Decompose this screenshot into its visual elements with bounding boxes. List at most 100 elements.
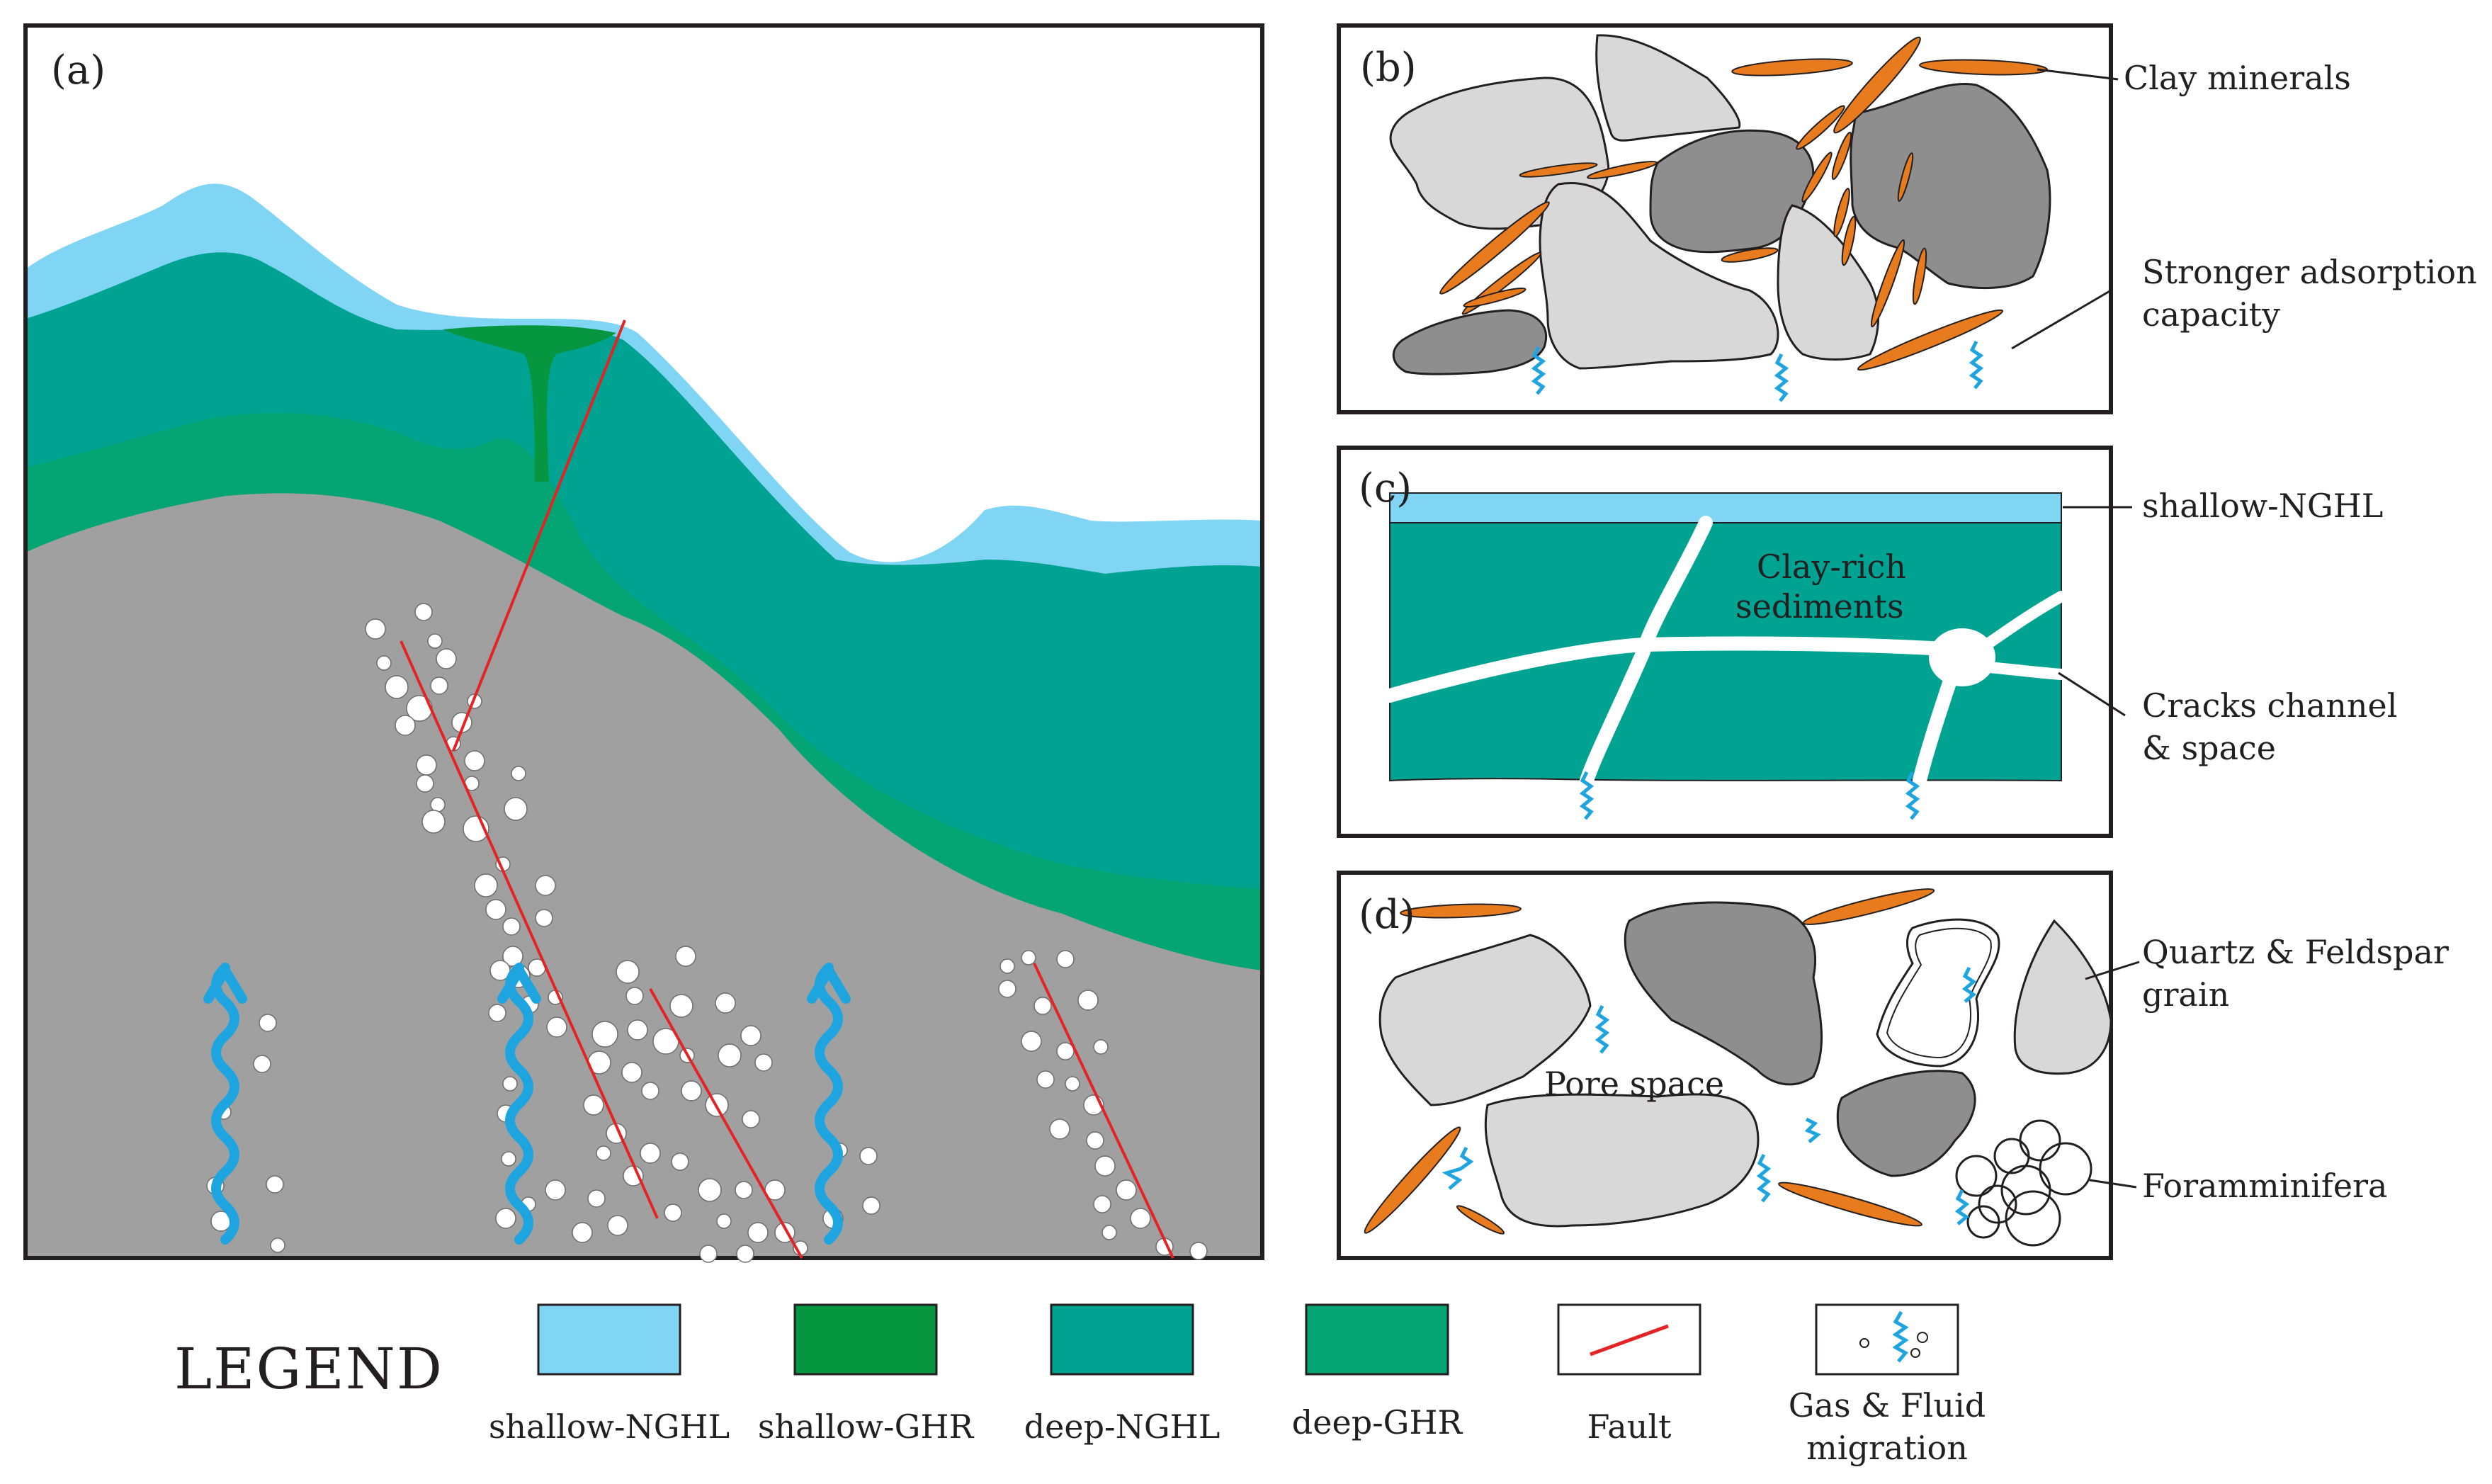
gas-bubble (1189, 1242, 1208, 1260)
gas-bubble (266, 1175, 284, 1194)
clay-flake (1587, 161, 1658, 179)
gas-bubble (698, 1178, 722, 1202)
crack-void (1929, 628, 1995, 686)
legend-swatch-deep-nghl (1050, 1303, 1194, 1376)
pore-space-label: Pore space (1544, 1065, 1724, 1103)
dark-grain (1850, 83, 2051, 290)
panel-c-migration (1579, 771, 1920, 820)
light-grain (1595, 34, 1741, 142)
clay-rich-label-1: Clay-rich (1757, 548, 1906, 586)
foram-chamber (2019, 1119, 2061, 1162)
gas-bubble (641, 1082, 659, 1100)
legend-label-fault: Fault (1587, 1407, 1672, 1446)
panel-d: (d) Quartz & Feldspar grain Pore space F… (1337, 871, 2449, 1260)
gas-squiggle (1531, 346, 1546, 395)
legend-swatch-deep-ghr (1305, 1303, 1449, 1376)
light-grain (1777, 204, 1879, 361)
gas-bubble (625, 987, 644, 1005)
outline-grain (1876, 918, 2000, 1067)
fault-line (400, 640, 659, 1219)
sediment-layer (26, 493, 1262, 1258)
legend-label-migration-2: migration (1806, 1429, 1968, 1467)
leader-line (2089, 1179, 2137, 1189)
gas-bubble (859, 1147, 878, 1165)
gas-squiggle (1579, 771, 1595, 820)
quartz-label-2: grain (2142, 975, 2229, 1014)
gas-bubble (474, 873, 498, 897)
quartz-label-1: Quartz & Feldspar (2142, 933, 2449, 971)
gas-bubble (495, 1208, 516, 1229)
gas-bubble (502, 1076, 518, 1092)
gas-bubble (511, 766, 526, 781)
foraminifera (1955, 1119, 2092, 1247)
leader-line (2058, 672, 2126, 717)
gas-bubble (535, 875, 556, 896)
gas-bubble (1094, 1155, 1116, 1177)
gas-bubble (718, 1043, 742, 1067)
light-grain (1378, 934, 1592, 1106)
dark-grain (1392, 309, 1547, 375)
gas-bubble (716, 1213, 732, 1229)
clay-flake (1456, 1205, 1505, 1235)
cracks-label-1: Cracks channel (2142, 686, 2397, 725)
legend-migration-squiggle (1892, 1310, 1909, 1363)
gas-bubble (640, 1143, 661, 1164)
dark-grain (1624, 901, 1823, 1086)
panel-b-migration (1531, 340, 1984, 402)
cracks-label-2: & space (2142, 729, 2276, 767)
gas-bubble (1056, 950, 1075, 968)
gas-squiggle (1774, 353, 1789, 402)
gas-bubble (747, 1222, 769, 1243)
gas-squiggle (1961, 966, 1977, 1003)
light-grain (1484, 1093, 1760, 1228)
legend-swatch-shallow-ghr (793, 1303, 938, 1376)
gas-bubble (1101, 1225, 1117, 1240)
clay-flake (1463, 287, 1527, 308)
legend-bubble (1859, 1338, 1869, 1348)
clay-flake (1796, 105, 1845, 150)
clay-rich-sediment (1389, 522, 2062, 782)
gas-bubble (754, 1053, 773, 1072)
gas-bubble (416, 774, 434, 793)
gas-bubble (1049, 1118, 1070, 1140)
legend-title: LEGEND (174, 1336, 443, 1402)
gas-bubble (616, 960, 640, 984)
foraminifera-label: Foramminifera (2142, 1167, 2387, 1205)
gas-bubble (671, 1152, 689, 1171)
legend-swatch-shallow-nghl (537, 1303, 681, 1376)
foram-chamber (2000, 1165, 2051, 1216)
clay-flake (1439, 201, 1550, 295)
gas-bubble (427, 633, 443, 649)
gas-squiggle (1756, 1153, 1772, 1203)
gas-bubble (464, 750, 485, 771)
gas-bubble (591, 1021, 618, 1048)
gas-bubbles (206, 603, 1208, 1263)
gas-bubble (669, 994, 693, 1018)
gas-bubble (545, 1179, 566, 1201)
gas-bubble (1130, 1208, 1151, 1229)
gas-bubble (1077, 990, 1099, 1011)
gas-bubble (999, 958, 1015, 974)
gas-bubble (675, 946, 696, 967)
clay-flake (1801, 152, 1833, 203)
gas-bubble (699, 1245, 718, 1263)
gas-bubble (1093, 1039, 1109, 1055)
gas-bubble (385, 675, 409, 699)
dark-grain (1836, 1070, 1976, 1177)
legend-label-deep-nghl: deep-NGHL (1024, 1407, 1220, 1446)
clay-flake (1897, 152, 1914, 202)
gas-bubble (421, 810, 446, 834)
gas-bubble (430, 797, 446, 812)
clay-flake (1841, 215, 1857, 266)
gas-bubble (436, 648, 457, 669)
gas-bubble (535, 909, 553, 927)
fault-line (649, 988, 803, 1259)
gas-squiggle (1905, 771, 1920, 820)
leader-line (2085, 961, 2140, 980)
gas-bubble (735, 1181, 753, 1199)
adsorption-label-1: Stronger adsorption (2142, 253, 2477, 291)
gas-bubble (607, 1215, 628, 1236)
clay-flake (1802, 888, 1935, 925)
clay-flake (1519, 162, 1598, 178)
gas-bubble (546, 1016, 567, 1038)
